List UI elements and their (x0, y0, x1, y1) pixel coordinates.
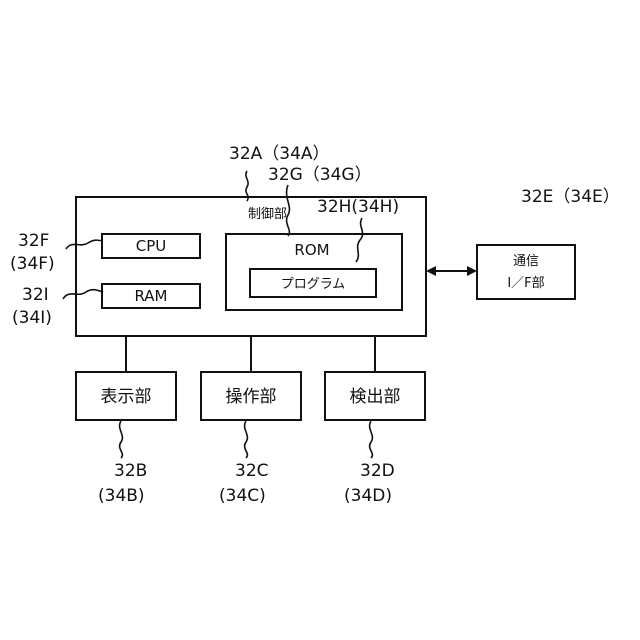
ref-32d-line1: 32D (360, 461, 395, 481)
comm-if-label-line1: 通信 (513, 254, 539, 269)
program-label: プログラム (281, 277, 346, 292)
operation-label: 操作部 (226, 387, 277, 407)
leader-32d (370, 421, 373, 458)
ref-32g: 32G（34G） (268, 165, 372, 185)
control-unit-label: 制御部 (248, 207, 287, 222)
ref-32h: 32H(34H) (317, 197, 399, 217)
ref-32i-line2: (34I) (12, 308, 52, 328)
ref-32b-line1: 32B (114, 461, 147, 481)
leader-32c (245, 421, 248, 458)
ref-32e: 32E（34E） (521, 187, 620, 207)
display-label: 表示部 (101, 387, 152, 407)
ref-32f-line1: 32F (18, 231, 49, 251)
cpu-label: CPU (136, 237, 167, 255)
rom-label: ROM (294, 241, 329, 259)
ref-32a: 32A（34A） (229, 144, 330, 164)
ref-32d-line2: (34D) (344, 486, 392, 506)
leader-32b (120, 421, 123, 458)
comm-if-label-line2: I／F部 (507, 276, 544, 291)
ref-32f-line2: (34F) (10, 254, 55, 274)
detection-label: 検出部 (350, 387, 401, 407)
ref-32b-line2: (34B) (98, 486, 145, 506)
ref-32c-line2: (34C) (219, 486, 266, 506)
ref-32c-line1: 32C (235, 461, 269, 481)
ref-32i-line1: 32I (22, 285, 49, 305)
ram-label: RAM (134, 287, 167, 305)
